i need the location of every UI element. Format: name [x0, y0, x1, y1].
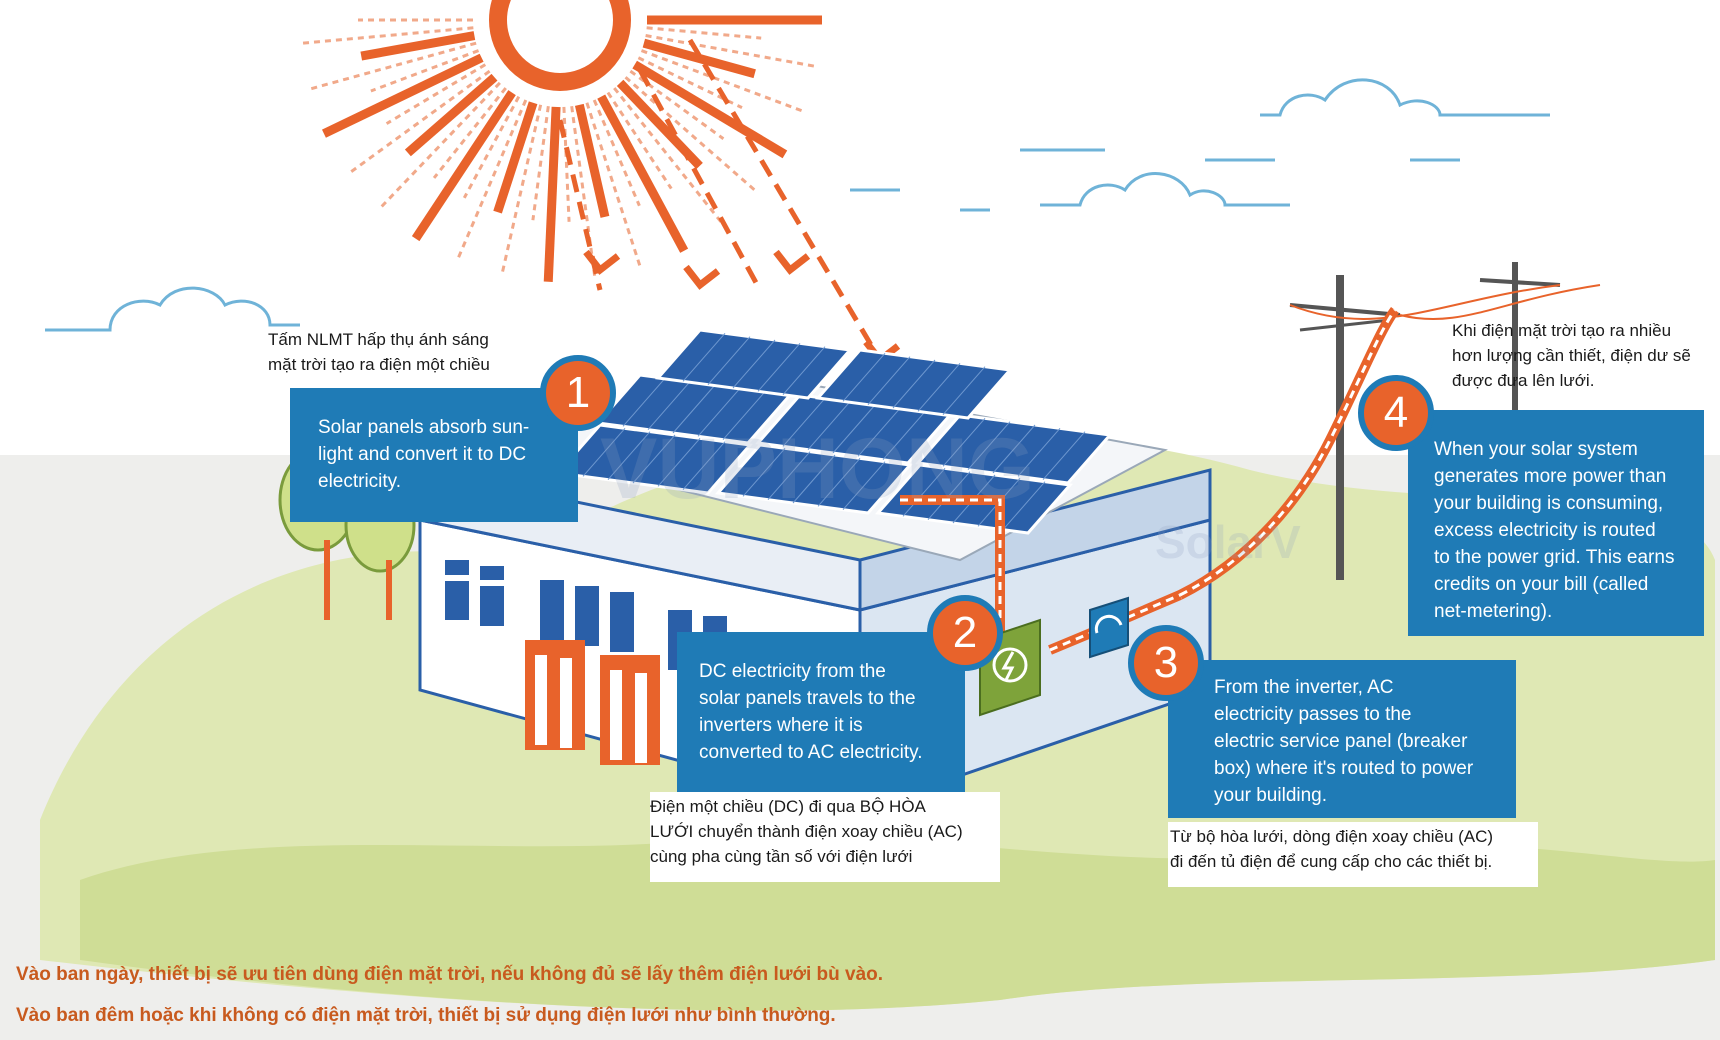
cloud-icon	[45, 78, 1550, 332]
footer-line-day: Vào ban ngày, thiết bị sẽ ưu tiên dùng đ…	[16, 964, 884, 985]
step-3-vi-note: Từ bộ hòa lưới, dòng điện xoay chiều (AC…	[1168, 822, 1538, 887]
step-3-badge: 3	[1128, 625, 1204, 701]
watermark-main: VUPHONG	[600, 421, 1035, 517]
sun-icon	[298, 0, 901, 400]
breaker-box-icon	[1089, 596, 1129, 659]
watermark-sub: SolarV	[1155, 516, 1301, 568]
step-1-box: Solar panels absorb sun-light and conver…	[290, 388, 578, 522]
step-4-badge: 4	[1358, 375, 1434, 451]
footer-line-night: Vào ban đêm hoặc khi không có điện mặt t…	[16, 1005, 836, 1026]
step-2-badge: 2	[927, 595, 1003, 671]
step-1-badge: 1	[540, 355, 616, 431]
solar-panel-icon	[555, 328, 1113, 535]
